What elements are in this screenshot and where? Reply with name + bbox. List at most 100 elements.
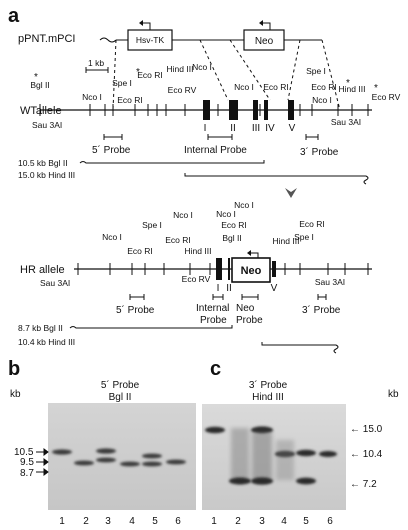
wt-probe-3-bar	[305, 134, 319, 140]
panel-a-label: a	[8, 5, 20, 27]
blot-c-bands	[205, 426, 337, 485]
blot-c-band-l1-15-0	[205, 426, 225, 434]
hr-probe-internal-label-1: Internal	[196, 303, 229, 314]
homology-line-2	[199, 39, 229, 101]
wt-exon-label-iv: IV	[265, 123, 275, 134]
blot-c-band-l3-7-2	[251, 477, 273, 485]
blot-c-unit: kb	[388, 389, 399, 400]
wt-site-ecorv-b: Eco RV	[372, 92, 401, 102]
blot-c-lane-3: 3	[259, 516, 265, 527]
blot-b-membrane	[48, 403, 196, 510]
wt-exon-label-iii: III	[252, 123, 260, 134]
wt-probe-internal-bar	[207, 134, 233, 140]
hr-site-nco1-b: Nco I	[173, 210, 193, 220]
hr-site-ecori-b: Eco RI	[165, 235, 191, 245]
wt-exon-iii	[253, 100, 258, 120]
hr-probe-internal-bar	[212, 294, 224, 300]
hr-probe-5-label: 5´ Probe	[116, 304, 155, 316]
hr-probe-3-bar	[317, 294, 327, 300]
blot-b-band-l3-10-5	[96, 448, 116, 454]
wt-exon-label-i: I	[204, 123, 207, 134]
hr-frag-bgl-label: 8.7 kb Bgl II	[18, 323, 63, 333]
wt-frag-bgl-line	[79, 160, 265, 164]
construct-name: pPNT.mPCI	[18, 33, 75, 45]
blot-b-band-l5-8-7	[142, 461, 162, 467]
hr-probe-5-bar	[129, 294, 145, 300]
wt-probe-internal-label: Internal Probe	[184, 145, 247, 156]
hr-exon-ii	[228, 258, 230, 280]
blot-c-lane-4: 4	[281, 516, 287, 527]
hr-site-ecorv-a: Eco RV	[182, 274, 211, 284]
hr-probe-neo-bar	[241, 294, 259, 300]
wt-site-nco1-c: Nco I	[234, 82, 254, 92]
hr-allele-label: HR allele	[20, 264, 65, 276]
wt-site-nco1-b: Nco I	[192, 62, 212, 72]
blot-c-lane-6: 6	[327, 516, 333, 527]
hr-probe-neo-label-1: Neo	[236, 303, 255, 314]
blot-b-band-l6-8-7	[166, 459, 186, 465]
homology-line-1	[112, 39, 117, 111]
hr-probe-internal-label-2: Probe	[200, 315, 227, 326]
wt-site-nco1-a: Nco I	[82, 92, 102, 102]
wt-site-hind3-b: Hind III	[339, 84, 366, 94]
wt-star-2: *	[136, 67, 140, 78]
wt-site-spe1-a: Spe I	[112, 78, 132, 88]
blot-c-probe: 3´ Probe	[249, 379, 288, 391]
blot-c-band-l3-15-0	[251, 426, 273, 434]
wt-site-ecori-b: Eco RI	[117, 95, 143, 105]
hr-exon-i	[216, 258, 222, 280]
blot-b-enzyme: Bgl II	[109, 392, 132, 403]
hsv-tk-label: Hsv-TK	[136, 35, 165, 45]
hr-frag-hind-label: 10.4 kb Hind III	[18, 337, 75, 347]
blot-b-unit: kb	[10, 389, 21, 400]
blot-b-lane-5: 5	[152, 516, 158, 527]
hr-neo-promoter-arrow	[251, 252, 259, 258]
blot-b-lane-1: 1	[59, 516, 65, 527]
wt-site-sau3ai-right: Sau 3AI	[331, 117, 361, 127]
blot-b-marker-arrows	[36, 448, 49, 476]
hr-site-hind3-b: Hind III	[273, 236, 300, 246]
blot-c-enzyme: Hind III	[252, 392, 284, 403]
blot-c-lane-5: 5	[303, 516, 309, 527]
blot-c-band-l5-10-4	[296, 449, 316, 457]
hr-site-ecori-a: Eco RI	[127, 246, 153, 256]
blot-c-marker-15-0: ← 15.0	[350, 424, 383, 435]
blot-c-smear-l3	[252, 432, 272, 480]
homology-line-4	[287, 39, 301, 101]
hr-neo-arrowhead	[247, 250, 251, 256]
wt-exon-label-v: V	[289, 123, 296, 134]
hr-site-sau3ai-right: Sau 3AI	[315, 277, 345, 287]
wt-exon-label-ii: II	[230, 123, 236, 134]
wt-star-1: *	[34, 72, 38, 83]
hr-site-hind3-a: Hind III	[185, 246, 212, 256]
wt-exon-ii	[229, 100, 238, 120]
blot-c-band-l6-10-4	[319, 451, 337, 457]
wt-star-4: *	[374, 83, 378, 94]
hr-exon-label-i: I	[217, 283, 220, 294]
hr-site-sau3ai-left: Sau 3AI	[40, 278, 70, 288]
hr-site-ecori-d: Eco RI	[299, 219, 325, 229]
hsv-tk-promoter-arrow	[143, 22, 151, 30]
hr-site-spe1-b: Spe I	[294, 232, 314, 242]
blot-b-band-l3-9-5	[96, 457, 116, 463]
hr-neo-box	[231, 257, 271, 283]
scale-bar	[85, 67, 109, 73]
wt-site-bgl2: Bgl II	[30, 80, 49, 90]
wt-frag-hind-label: 15.0 kb Hind III	[18, 170, 75, 180]
wt-probe-5-bar	[103, 134, 123, 140]
blot-b-lane-4: 4	[129, 516, 135, 527]
construct-vector-wave	[99, 37, 117, 43]
blot-c-marker-7-2: ← 7.2	[350, 479, 377, 490]
wt-star-3: *	[346, 78, 350, 89]
wt-probe-5-label: 5´ Probe	[92, 144, 131, 156]
blot-b-band-l4-8-7	[120, 461, 140, 467]
blot-c-marker-10-4: ← 10.4	[350, 449, 383, 460]
construct-neo-label: Neo	[255, 36, 274, 47]
wt-frag-bgl-label: 10.5 kb Bgl II	[18, 158, 68, 168]
blot-b-band-l5-9-5	[142, 453, 162, 459]
neo-arrowhead	[259, 20, 263, 26]
wt-site-ecori-a: Eco RI	[137, 70, 163, 80]
blot-b-marker-8-7: 8.7	[20, 468, 34, 479]
recombination-arrow	[285, 188, 297, 198]
